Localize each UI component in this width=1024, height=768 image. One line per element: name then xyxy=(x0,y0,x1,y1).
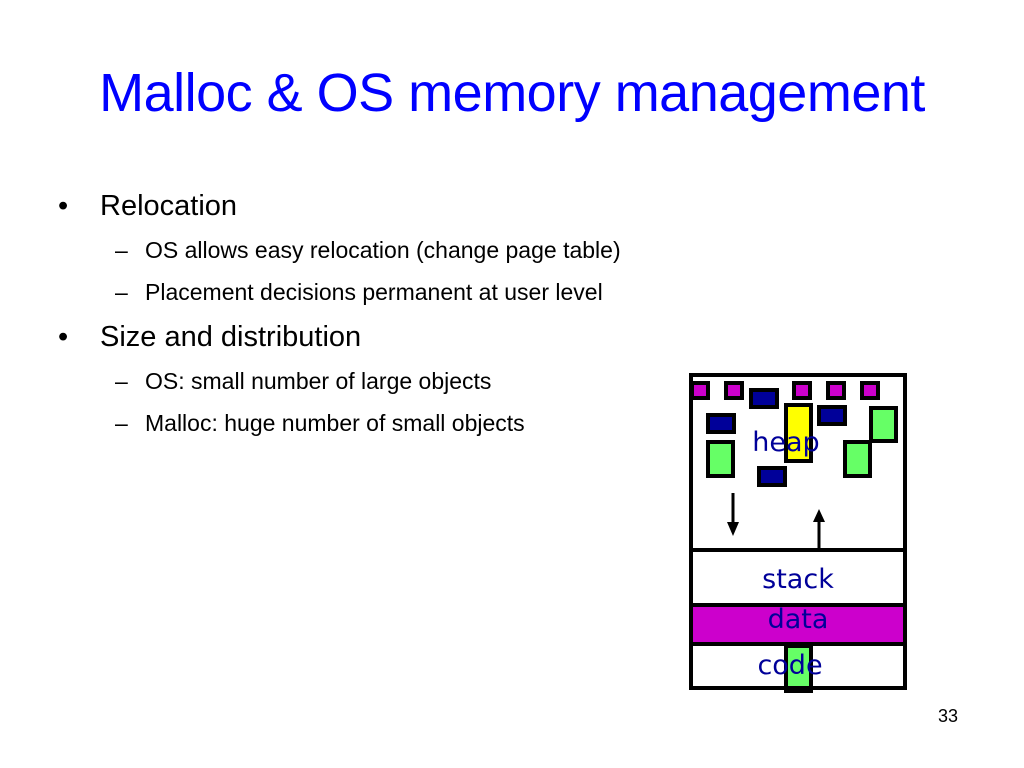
bullet-marker: • xyxy=(58,321,69,353)
heap-object-magenta xyxy=(860,381,880,400)
heap-object-magenta xyxy=(724,381,744,400)
heap-object-blue xyxy=(749,388,779,409)
sub-bullet-text: Placement decisions permanent at user le… xyxy=(145,279,603,305)
slide-title: Malloc & OS memory management xyxy=(99,63,925,123)
sub-bullet-text: OS: small number of large objects xyxy=(145,368,492,394)
heap-object-yellow xyxy=(784,403,813,463)
dash-marker: – xyxy=(115,368,128,394)
heap-object-green xyxy=(706,440,735,478)
heap-object-blue xyxy=(757,466,787,487)
code-object-green xyxy=(784,644,813,693)
heap-growth-arrow-icon xyxy=(727,493,739,536)
heap-object-blue xyxy=(706,413,736,434)
sub-bullet-text: OS allows easy relocation (change page t… xyxy=(145,237,621,263)
page-number: 33 xyxy=(938,706,959,726)
dash-marker: – xyxy=(115,410,128,436)
data-segment xyxy=(691,605,905,643)
sub-bullet-text: Malloc: huge number of small objects xyxy=(145,410,525,436)
dash-marker: – xyxy=(115,237,128,263)
heap-object-green xyxy=(843,440,872,478)
heap-label: heap xyxy=(752,427,819,458)
data-label: data xyxy=(768,604,829,635)
heap-object-magenta xyxy=(826,381,846,400)
heap-object-magenta xyxy=(690,381,710,400)
dash-marker: – xyxy=(115,279,128,305)
bullet-marker: • xyxy=(58,190,69,222)
heap-object-green xyxy=(869,406,898,443)
heap-object-blue xyxy=(817,405,847,426)
stack-growth-arrow-icon xyxy=(813,509,825,550)
stack-label: stack xyxy=(762,564,834,595)
bullet-text: Size and distribution xyxy=(100,321,362,353)
bullet-text: Relocation xyxy=(100,190,238,222)
heap-object-magenta xyxy=(792,381,812,400)
code-label: code xyxy=(757,650,822,681)
address-space-box xyxy=(689,373,907,690)
